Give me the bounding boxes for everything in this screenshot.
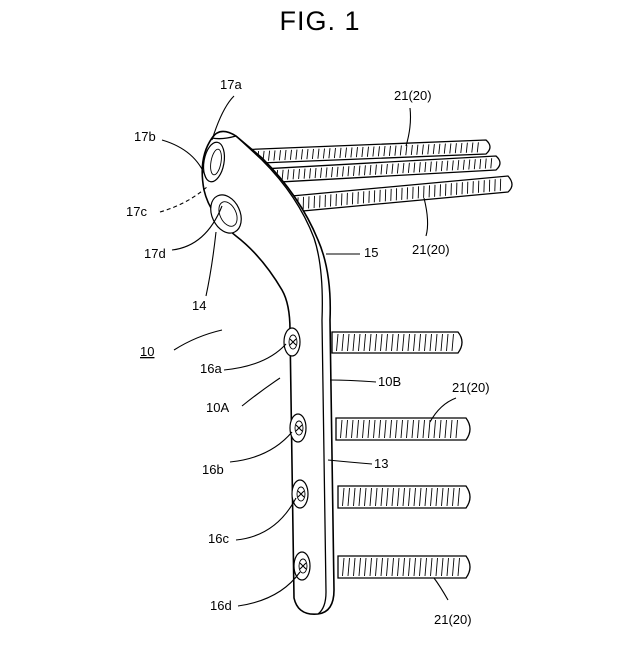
label-21-bottom: 21(20) [434, 612, 472, 627]
label-16d: 16d [210, 598, 232, 613]
screw-upper-3 [270, 176, 512, 214]
label-17a: 17a [220, 77, 242, 92]
label-17b: 17b [134, 129, 156, 144]
label-21-top: 21(20) [394, 88, 432, 103]
label-17c: 17c [126, 204, 147, 219]
label-16a: 16a [200, 361, 222, 376]
label-13: 13 [374, 456, 388, 471]
hole-16b [290, 414, 306, 442]
figure-title: FIG. 1 [0, 6, 640, 37]
screw-lower-4 [338, 556, 470, 578]
hole-16c [292, 480, 308, 508]
lower-screws [332, 332, 470, 578]
label-16b: 16b [202, 462, 224, 477]
label-14: 14 [192, 298, 206, 313]
label-16c: 16c [208, 531, 229, 546]
label-10A: 10A [206, 400, 229, 415]
label-21-right: 21(20) [452, 380, 490, 395]
label-15: 15 [364, 245, 378, 260]
screw-lower-1 [332, 332, 462, 353]
label-21-mid: 21(20) [412, 242, 450, 257]
screw-lower-3 [338, 486, 470, 508]
label-10B: 10B [378, 374, 401, 389]
label-17d: 17d [144, 246, 166, 261]
screw-lower-2 [336, 418, 470, 440]
hole-16a [284, 328, 300, 356]
label-10: 10 [140, 344, 154, 359]
